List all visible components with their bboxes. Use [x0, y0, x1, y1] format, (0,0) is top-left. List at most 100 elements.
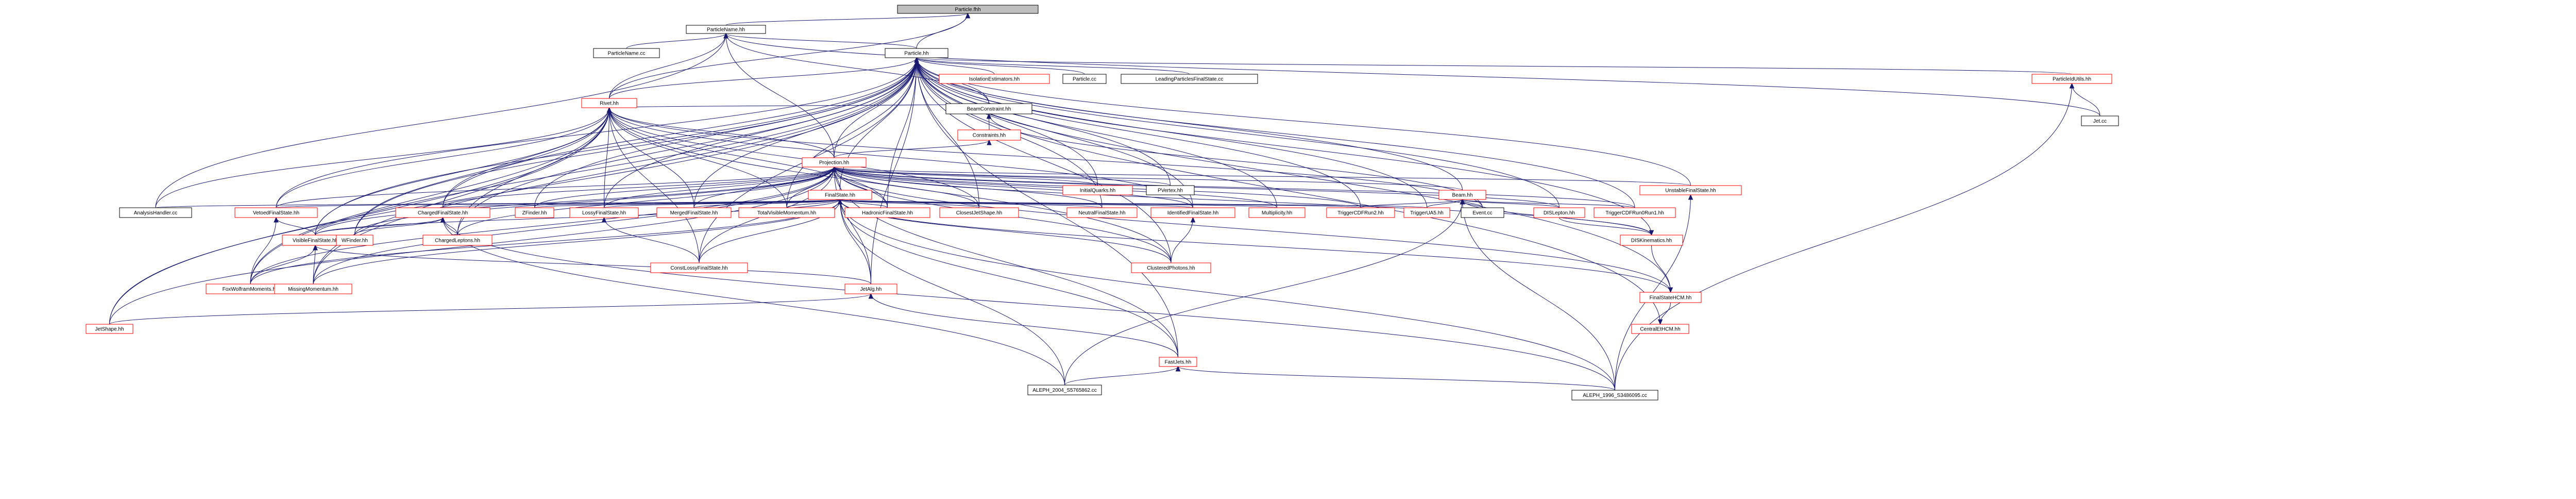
file-node-label: Beam.hh [1452, 193, 1472, 198]
file-node-label: HadronicFinalState.hh [862, 210, 913, 216]
dependency-edge [443, 107, 612, 208]
file-node-multiplicity-hh[interactable]: Multiplicity.hh [1248, 207, 1306, 218]
file-node-initialquarks-hh[interactable]: InitialQuarks.hh [1062, 185, 1133, 195]
file-node-label: Jet.cc [2093, 119, 2107, 124]
file-node-totalvisiblemomentum-hh[interactable]: TotalVisibleMomentum.hh [738, 207, 835, 218]
file-node-analysishandler-cc[interactable]: AnalysisHandler.cc [119, 207, 192, 218]
file-node-missingmomentum-hh[interactable]: MissingMomentum.hh [274, 284, 352, 294]
file-node-finalstate-hh[interactable]: FinalState.hh [808, 190, 872, 200]
file-node-label: JetShape.hh [95, 327, 124, 332]
file-node-label: Projection.hh [819, 160, 849, 166]
file-node-constlossyfinalstate-hh[interactable]: ConstLossyFinalState.hh [650, 262, 748, 273]
file-node-aleph1996-cc[interactable]: ALEPH_1996_S3486095.cc [1571, 390, 1658, 401]
file-node-fastjets-hh[interactable]: FastJets.hh [1159, 357, 1197, 367]
file-node-isolation-hh[interactable]: IsolationEstimators.hh [939, 74, 1050, 84]
file-node-label: TriggerCDFRun2.hh [1337, 210, 1384, 216]
file-node-hadronicfinalstate-hh[interactable]: HadronicFinalState.hh [844, 207, 930, 218]
file-node-rivet-hh[interactable]: Rivet.hh [581, 98, 637, 108]
file-node-vetoedfinalstate-hh[interactable]: VetoedFinalState.hh [234, 207, 318, 218]
file-node-triggercdfrun0run1-hh[interactable]: TriggerCDFRun0Run1.hh [1594, 207, 1676, 218]
file-node-closestjetshape-hh[interactable]: ClosestJetShape.hh [939, 207, 1019, 218]
file-node-particlename-cc[interactable]: ParticleName.cc [593, 48, 660, 58]
file-node-label: UnstableFinalState.hh [1665, 188, 1716, 194]
file-node-label: ClusteredPhotons.hh [1147, 265, 1195, 271]
file-node-pvertex-hh[interactable]: PVertex.hh [1146, 185, 1195, 195]
file-node-jet-cc[interactable]: Jet.cc [2081, 115, 2119, 126]
file-node-constraints-hh[interactable]: Constraints.hh [957, 129, 1021, 141]
file-node-wfinder-hh[interactable]: WFinder.hh [336, 235, 374, 246]
dependency-edge [1175, 365, 1615, 391]
dependency-edge [1657, 302, 1671, 325]
file-node-label: ParticleIdUtils.hh [2053, 77, 2091, 82]
dependency-edge [609, 12, 971, 99]
file-node-lossyfinalstate-hh[interactable]: LossyFinalState.hh [569, 207, 639, 218]
file-node-label: ConstLossyFinalState.hh [670, 265, 727, 271]
file-node-mergedfinalstate-hh[interactable]: MergedFinalState.hh [656, 207, 732, 218]
dependency-edge [832, 166, 1171, 186]
dependency-edge [604, 57, 919, 208]
dependency-edge [315, 217, 446, 236]
file-node-identifiedfinalstate-hh[interactable]: IdentifiedFinalState.hh [1150, 207, 1235, 218]
file-node-chargedleptons-hh[interactable]: ChargedLeptons.hh [422, 235, 493, 246]
file-node-label: LeadingParticlesFinalState.cc [1156, 77, 1224, 82]
file-node-leadingparticles-cc[interactable]: LeadingParticlesFinalState.cc [1121, 74, 1258, 84]
file-node-label: ChargedFinalState.hh [418, 210, 468, 216]
file-node-dislepton-hh[interactable]: DISLepton.hh [1533, 207, 1585, 218]
file-node-label: ZFinder.hh [522, 210, 547, 216]
file-node-centraletHCM-hh[interactable]: CentralEtHCM.hh [1631, 324, 1689, 334]
dependency-edge [1651, 245, 1673, 293]
file-node-particlename-hh[interactable]: ParticleName.hh [686, 25, 766, 34]
file-node-jetshape-hh[interactable]: JetShape.hh [86, 324, 133, 334]
dependency-edge [693, 57, 919, 208]
file-node-label: Particle.hh [904, 51, 928, 57]
file-node-label: InitialQuarks.hh [1080, 188, 1115, 194]
file-node-aleph2004-cc[interactable]: ALEPH_2004_S5765862.cc [1027, 385, 1102, 395]
file-node-beamconstraint-hh[interactable]: BeamConstraint.hh [945, 103, 1032, 114]
file-node-chargedfinalstate-hh[interactable]: ChargedFinalState.hh [395, 207, 490, 218]
file-node-unstablefinalstate-hh[interactable]: UnstableFinalState.hh [1639, 185, 1742, 195]
file-node-label: IdentifiedFinalState.hh [1167, 210, 1219, 216]
file-node-label: ParticleName.hh [707, 27, 745, 33]
dependency-edge [1615, 82, 2075, 391]
dependency-edge [786, 57, 919, 208]
file-node-beam-hh[interactable]: Beam.hh [1438, 190, 1486, 200]
dependency-edge [832, 166, 1178, 358]
file-node-particle-hh[interactable]: Particle.hh [885, 48, 948, 58]
file-node-triggerua5-hh[interactable]: TriggerUA5.hh [1403, 207, 1450, 218]
dependency-edge [723, 32, 835, 158]
dependency-edge [250, 217, 279, 285]
dependency-edge [250, 107, 612, 285]
dependency-edge [609, 57, 919, 99]
dependency-edge [1171, 217, 1196, 263]
file-node-jetalg-hh[interactable]: JetAlg.hh [844, 284, 897, 294]
dependency-edge [723, 32, 917, 49]
dependency-edge [274, 217, 316, 236]
file-node-zfinder-hh[interactable]: ZFinder.hh [515, 207, 554, 218]
file-node-triggercdfrun2-hh[interactable]: TriggerCDFRun2.hh [1326, 207, 1395, 218]
file-node-diskinematics-hh[interactable]: DISKinematics.hh [1620, 235, 1683, 246]
file-node-finalstatehcm-hh[interactable]: FinalStateHCM.hh [1639, 292, 1702, 303]
file-node-label: FastJets.hh [1165, 360, 1192, 365]
file-node-label: MissingMomentum.hh [288, 287, 338, 292]
file-node-label: JetAlg.hh [860, 287, 882, 292]
dependency-edge [914, 57, 1172, 263]
file-node-projection-hh[interactable]: Projection.hh [802, 157, 867, 168]
dependency-edge [1559, 217, 1654, 236]
file-node-label: ChargedLeptons.hh [435, 238, 480, 244]
dependency-edge [606, 103, 989, 109]
dependency-edge [601, 217, 700, 263]
file-node-event-cc[interactable]: Event.cc [1461, 207, 1504, 218]
dependency-edge [914, 57, 2072, 75]
file-node-neutralfinalstate-hh[interactable]: NeutralFinalState.hh [1066, 207, 1138, 218]
file-node-particle-cc[interactable]: Particle.cc [1062, 74, 1107, 84]
file-node-label: MergedFinalState.hh [670, 210, 718, 216]
file-node-label: ClosestJetShape.hh [956, 210, 1003, 216]
dependency-edge [868, 293, 1178, 358]
file-node-label: PVertex.hh [1158, 188, 1183, 194]
file-node-particleidutils-hh[interactable]: ParticleIdUtils.hh [2031, 74, 2112, 84]
file-node-clusteredphotons-hh[interactable]: ClusteredPhotons.hh [1131, 262, 1211, 273]
dependency-edge [606, 107, 787, 208]
file-node-label: TriggerUA5.hh [1410, 210, 1444, 216]
file-node-label: AnalysisHandler.cc [134, 210, 177, 216]
